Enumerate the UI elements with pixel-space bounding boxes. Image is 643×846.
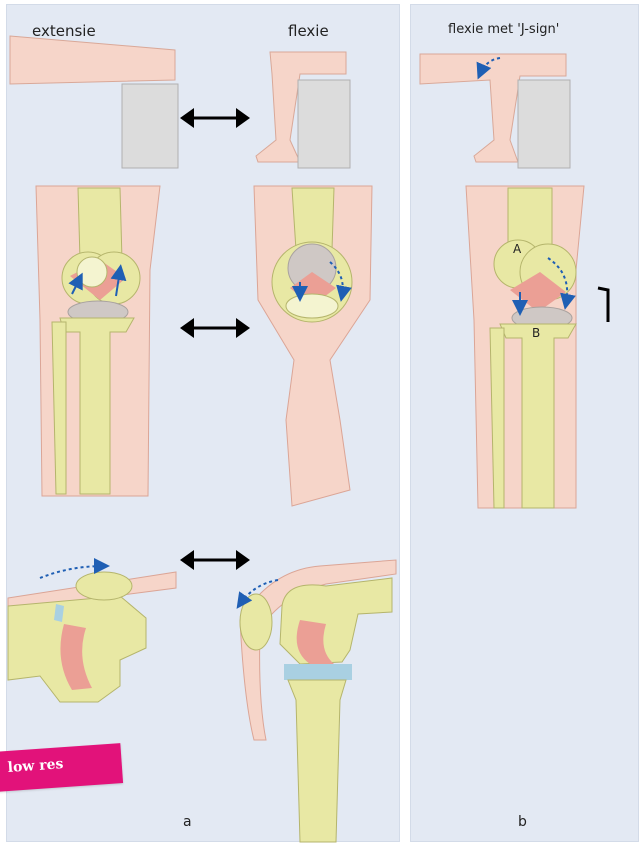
lateral-knee-flexion bbox=[240, 560, 396, 842]
label-flexion-j-sign: flexie met 'J-sign' bbox=[448, 22, 559, 37]
part-label-a: a bbox=[183, 814, 192, 830]
frontal-knee-extension bbox=[36, 186, 160, 496]
double-arrow-middle bbox=[180, 318, 250, 338]
leg-flexion-jsign-illustration bbox=[420, 54, 570, 168]
frontal-knee-flexion-jsign bbox=[466, 186, 608, 508]
frontal-knee-flexion bbox=[254, 186, 372, 506]
lateral-knee-extension bbox=[8, 566, 176, 702]
double-arrow-bottom bbox=[180, 550, 250, 570]
double-arrow-top bbox=[180, 108, 250, 128]
low-res-badge-text: low res bbox=[7, 756, 64, 776]
leg-flexion-illustration bbox=[256, 52, 350, 168]
part-label-b: b bbox=[518, 814, 527, 830]
label-flexion: flexie bbox=[288, 22, 329, 40]
marker-a: A bbox=[513, 242, 521, 256]
marker-b: B bbox=[532, 326, 540, 340]
label-extension: extensie bbox=[32, 22, 96, 40]
leg-extension-illustration bbox=[10, 36, 178, 168]
